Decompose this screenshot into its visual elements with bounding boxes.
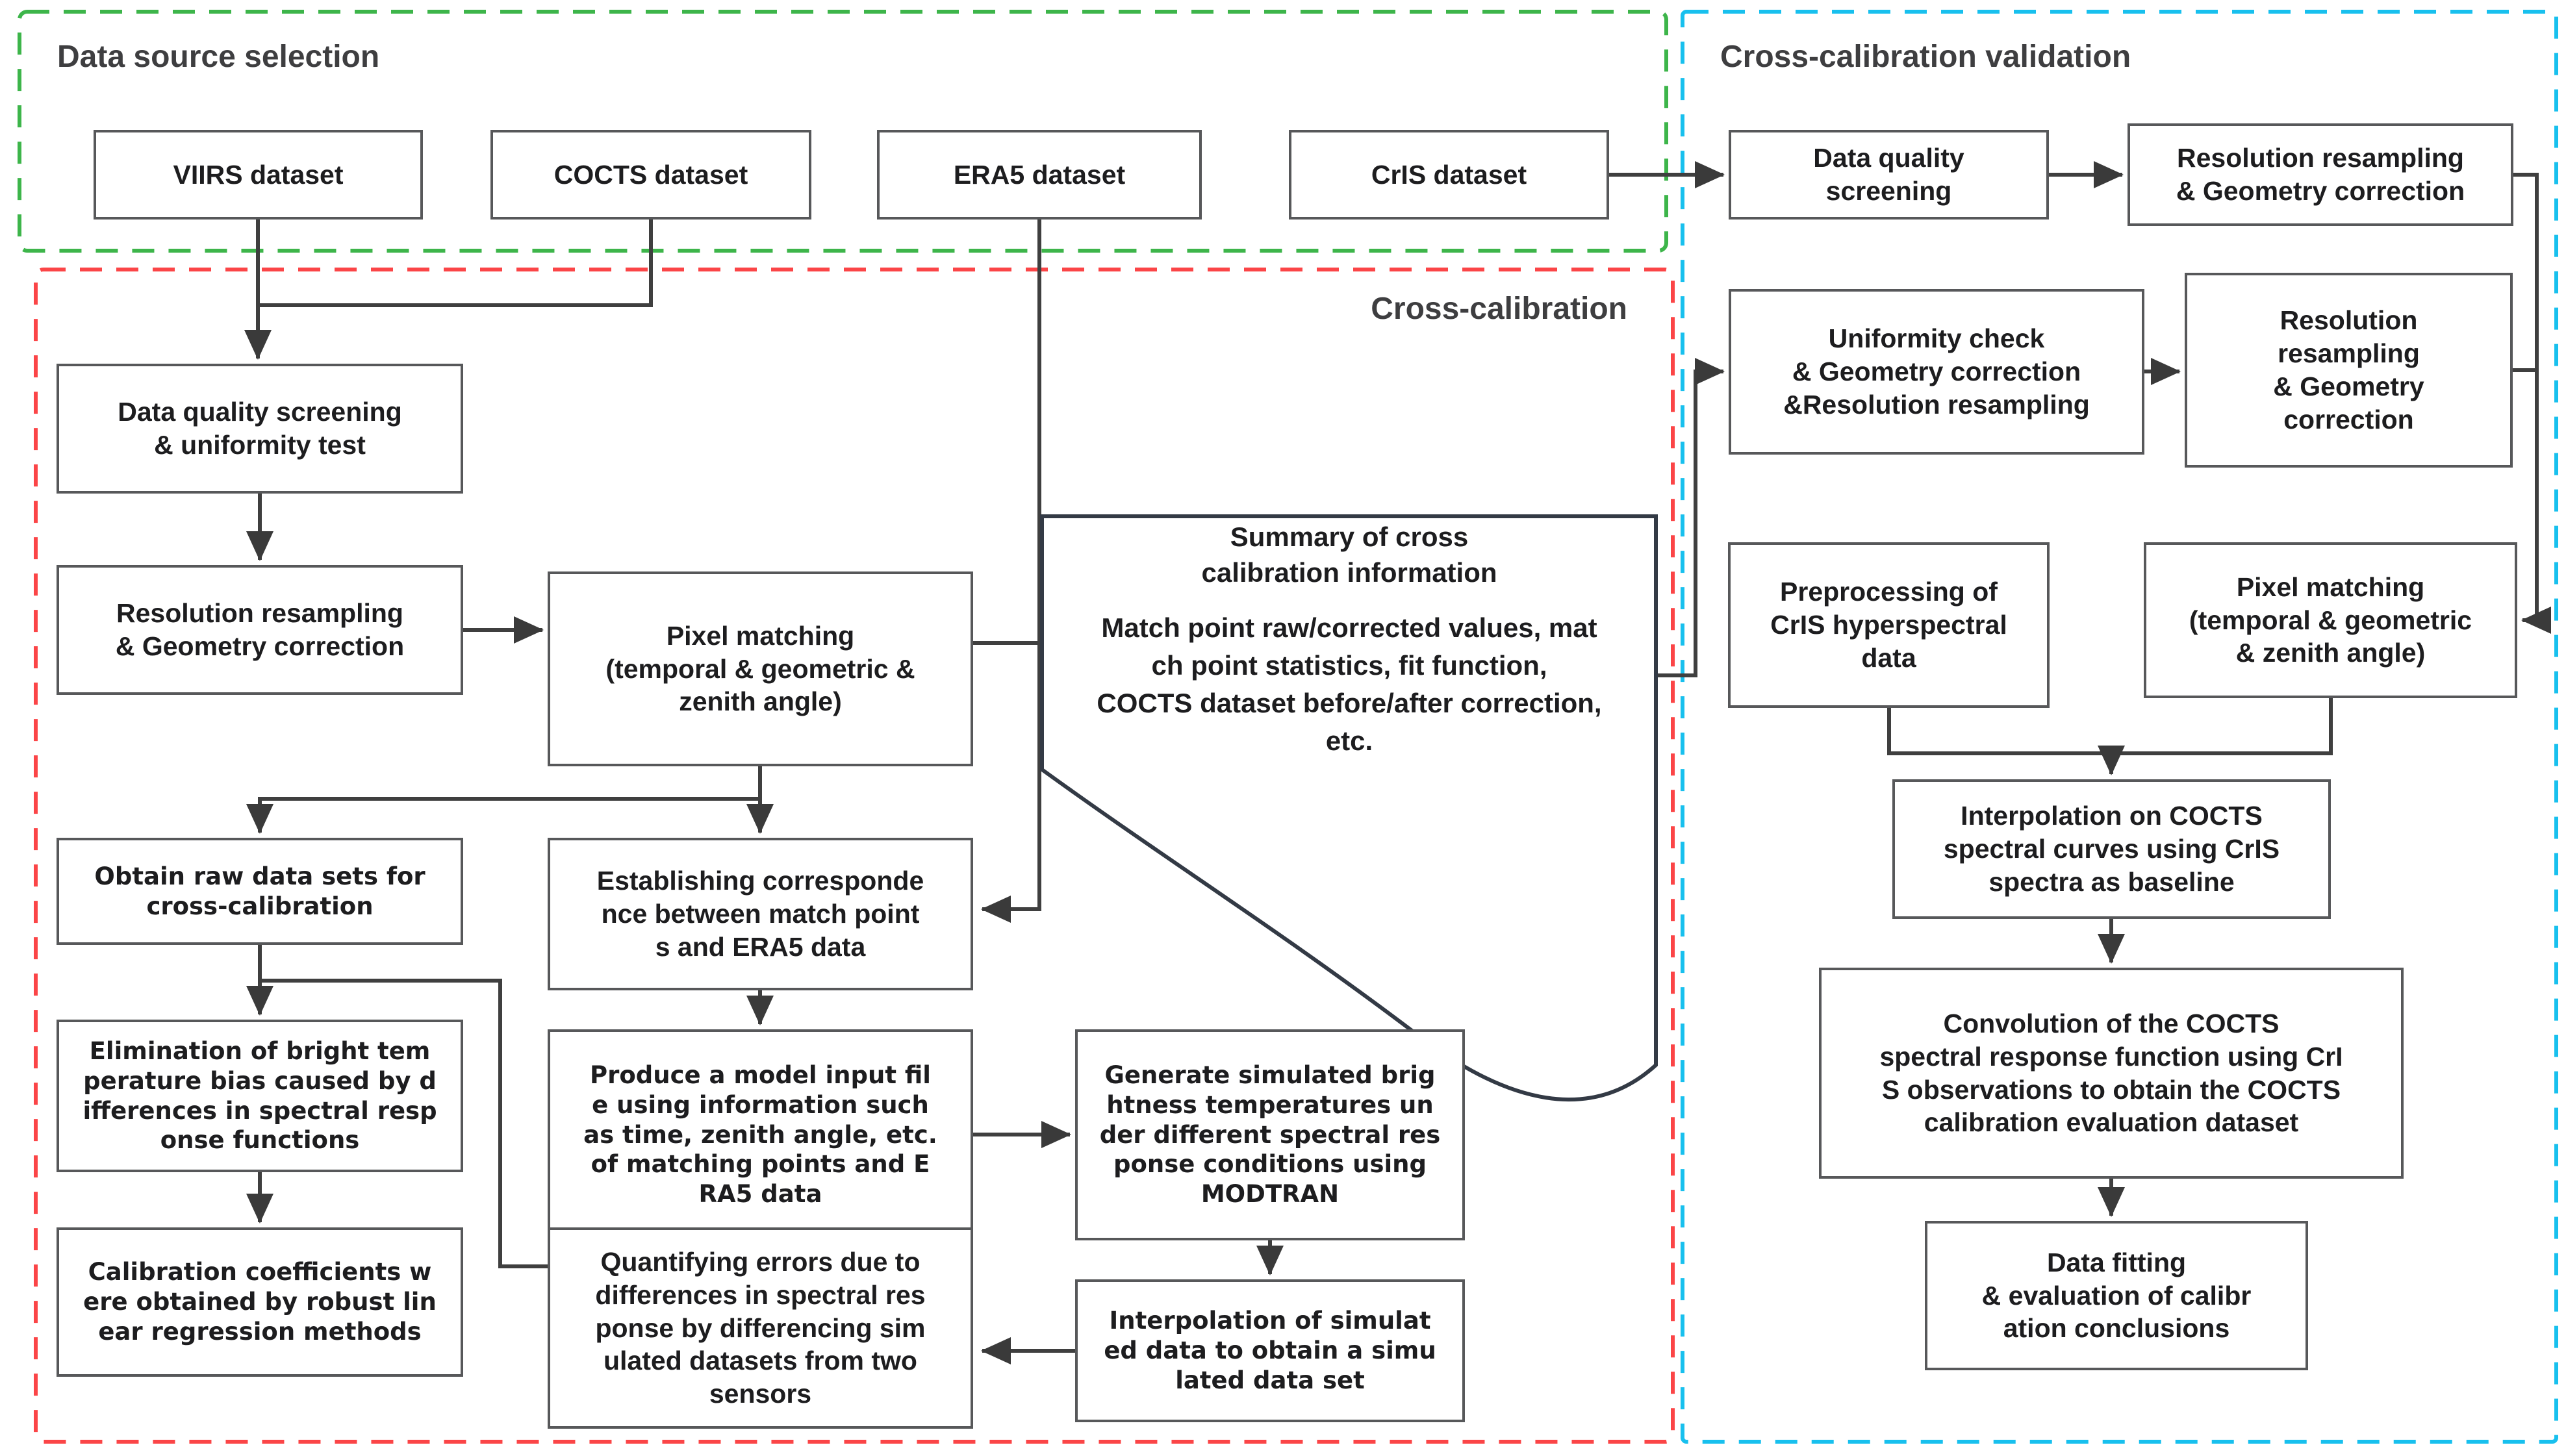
edge-vpreproc-down	[1887, 708, 2111, 755]
node-era5-dataset: ERA5 dataset	[877, 130, 1202, 220]
edge-cocts-merge	[258, 220, 653, 307]
node-obtain-raw-datasets: Obtain raw data sets for cross-calibrati…	[57, 838, 463, 945]
edge-vpixel-down	[2111, 698, 2333, 755]
region-title-cross-calibration-validation: Cross-calibration validation	[1720, 40, 2131, 74]
node-cocts-dataset: COCTS dataset	[490, 130, 811, 220]
summary-document-body: Match point raw/corrected values, mat ch…	[1097, 612, 1602, 756]
node-cris-dataset: CrIS dataset	[1289, 130, 1609, 220]
edge-summary-to-vuniformity	[1656, 358, 1725, 677]
node-validation-pixel-matching: Pixel matching (temporal & geometric & z…	[2144, 542, 2517, 698]
region-title-cross-calibration: Cross-calibration	[1371, 292, 1627, 326]
edge-quantifying-to-elimination-junction	[260, 979, 548, 1268]
node-produce-model-input-file: Produce a model input fil e using inform…	[548, 1029, 973, 1240]
node-validation-convolution-cocts: Convolution of the COCTS spectral respon…	[1819, 968, 2404, 1179]
node-elimination-brightness-bias: Elimination of bright tem perature bias …	[57, 1020, 463, 1172]
node-calibration-coefficients: Calibration coefficients w ere obtained …	[57, 1227, 463, 1377]
node-validation-data-fitting: Data fitting & evaluation of calibr atio…	[1925, 1221, 2308, 1370]
region-title-data-source-selection: Data source selection	[57, 40, 380, 74]
region-data-source-selection	[18, 10, 1668, 253]
node-validation-interpolation-cocts: Interpolation on COCTS spectral curves u…	[1892, 779, 2331, 919]
node-viirs-dataset: VIIRS dataset	[94, 130, 423, 220]
summary-document-title: Summary of cross calibration information	[1201, 521, 1497, 588]
edge-vresgeo1-to-vpixel	[2513, 173, 2551, 634]
node-interpolation-simulated-data: Interpolation of simulat ed data to obta…	[1075, 1279, 1465, 1422]
region-cross-calibration-validation	[1681, 10, 2558, 1444]
summary-document-shape	[1040, 514, 1658, 1102]
node-validation-preprocessing-cris: Preprocessing of CrIS hyperspectral data	[1728, 542, 2050, 708]
edge-split-to-obtainraw	[246, 797, 760, 834]
region-cross-calibration	[34, 268, 1675, 1444]
node-pixel-matching: Pixel matching (temporal & geometric & z…	[548, 571, 973, 766]
node-validation-uniformity-check: Uniformity check & Geometry correction &…	[1729, 289, 2144, 455]
node-generate-simulated-brightness: Generate simulated brig htness temperatu…	[1075, 1029, 1465, 1240]
node-quantifying-errors: Quantifying errors due to differences in…	[548, 1227, 973, 1429]
node-resolution-resampling-geometry-correction: Resolution resampling & Geometry correct…	[57, 565, 463, 695]
node-data-quality-screening-uniformity-test: Data quality screening & uniformity test	[57, 364, 463, 494]
node-validation-resolution-resampling-2: Resolution resampling & Geometry correct…	[2185, 273, 2513, 468]
node-establishing-correspondence: Establishing corresponde nce between mat…	[548, 838, 973, 990]
node-validation-resolution-resampling-1: Resolution resampling & Geometry correct…	[2128, 123, 2513, 226]
edge-era5-to-establishing	[981, 220, 1041, 923]
node-validation-data-quality-screening: Data quality screening	[1729, 130, 2049, 220]
